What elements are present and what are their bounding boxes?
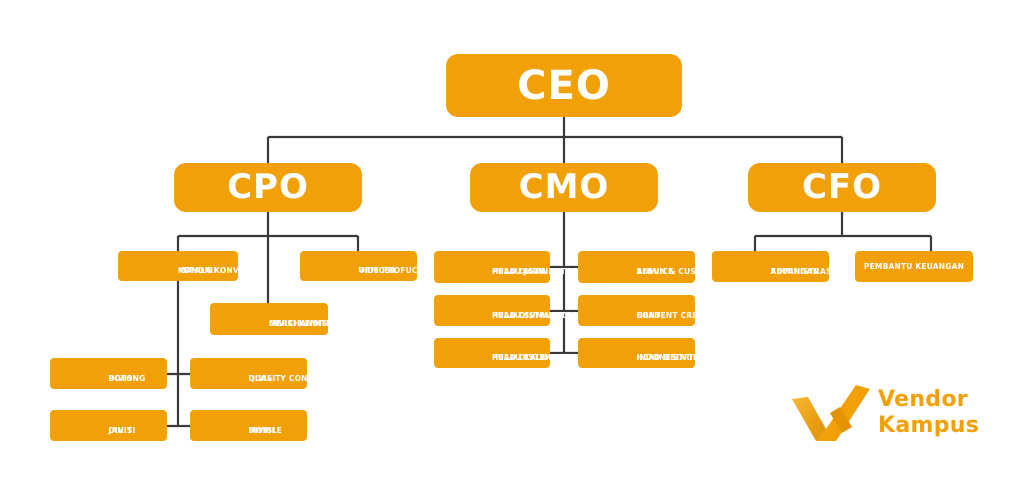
node-mobile-line1: DIVISI [248,425,276,435]
node-qc-line2: QUALITY CONTROL [248,373,331,383]
node-cmo-label: CMO [518,167,610,208]
node-jawa-line1: HEAD DISTRIBUTOR [492,267,579,276]
node-ceo-label: CEO [517,62,611,109]
node-jahit-line2: JAHIT [108,425,133,435]
node-kemitraan-line1: DIVISI KEMITRAAN & [269,319,361,328]
node-timur-line1: HEAD DISTRIBUTOR [636,353,723,362]
vendor-kampus-logo-icon [792,385,870,441]
node-kemitraan-line2: MERCHANDISE [269,319,333,328]
logo-text-kampus: Kampus [878,413,980,438]
node-sumatera-line1: HEAD DISTRIBUTOR [492,310,579,320]
logo-text-vendor: Vendor [878,387,968,412]
node-kepala-line2: MANDIRI [178,266,217,275]
vendor-kampus-logo: Vendor Kampus [790,383,980,443]
node-potong-line2: POTONG [108,373,146,383]
node-admin-line2: SERVICE [636,267,674,276]
node-mobile-line2: MOBILE [248,425,282,435]
node-kepala-line1: KEPALA KONVEKSI [178,266,259,275]
node-cmo: CMO [470,163,658,212]
node-divisi-kemitraan: DIVISI KEMITRAAN &MERCHANDISE [210,303,360,335]
node-qc-line1: DIVISI [248,373,276,383]
node-kalimantan-line1: HEAD DISTRIBUTOR [492,353,579,362]
node-sumatera-line2: PULAU SUMATERA [492,310,572,320]
node-pembantu-label: PEMBANTU KEUANGAN [863,261,965,271]
node-kalimantan-line2: PULAU KALIMANTAN [492,353,582,362]
node-administrasi-line1: ADMINISTRASI [770,266,835,276]
node-timur-line2: INDONESIA TIMUR [636,353,717,362]
node-jawa-line2: PULAU JAWA [492,267,547,276]
node-cpo: CPO [174,163,362,212]
node-pembantu-keuangan: PEMBANTU KEUANGAN [855,251,973,282]
node-administrasi-line2: KEUANGAN [770,266,820,276]
node-cfo-label: CFO [801,167,883,208]
node-admin-line1: ADMIN & CUSTOMER [636,267,727,276]
node-cpo-label: CPO [227,167,309,208]
node-potong-line1: DIVISI [108,373,136,383]
node-cfo: CFO [748,163,936,212]
node-ceo: CEO [446,54,682,117]
node-content-line2: CONTENT CREATOR [636,310,721,320]
node-jahit-line1: DIVISI [108,425,136,435]
node-vide-line2: OFFICER [358,266,396,275]
node-content-line1: HEAD [636,310,661,320]
node-vide-line1: VIDE PROFUCTION [358,266,439,275]
